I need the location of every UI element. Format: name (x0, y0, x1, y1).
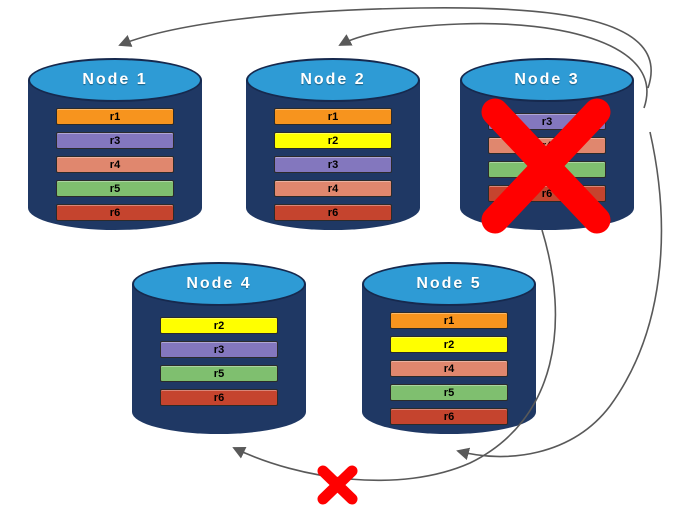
replica-list: r2 r3 r5 r6 (160, 317, 278, 413)
replica-row: r4 (56, 156, 174, 173)
replica-row: r1 (390, 312, 508, 329)
replica-row: r6 (488, 185, 606, 202)
replica-row: r6 (56, 204, 174, 221)
node-title: Node 2 (300, 71, 366, 88)
replica-row: r4 (488, 137, 606, 154)
replica-row: r6 (274, 204, 392, 221)
cylinder-top: Node 4 (132, 262, 306, 306)
replica-row: r4 (274, 180, 392, 197)
node-cylinder-5: Node 5 r1 r2 r4 r5 r6 (362, 262, 536, 434)
node-cylinder-4: Node 4 r2 r3 r5 r6 (132, 262, 306, 434)
cylinder-top: Node 1 (28, 58, 202, 102)
replica-row: r1 (274, 108, 392, 125)
replica-row: r2 (390, 336, 508, 353)
replica-row: r6 (160, 389, 278, 406)
replica-row: r3 (488, 113, 606, 130)
replica-row: r5 (56, 180, 174, 197)
replica-list: r1 r2 r4 r5 r6 (390, 312, 508, 432)
node-title: Node 1 (82, 71, 148, 88)
replica-row: r3 (274, 156, 392, 173)
replica-row: r5 (488, 161, 606, 178)
replica-row: r6 (390, 408, 508, 425)
cylinder-top: Node 2 (246, 58, 420, 102)
node-cylinder-1: Node 1 r1 r3 r4 r5 r6 (28, 58, 202, 230)
replica-row: r1 (56, 108, 174, 125)
replica-row: r5 (390, 384, 508, 401)
node-title: Node 3 (514, 71, 580, 88)
cylinder-top: Node 5 (362, 262, 536, 306)
replica-list: r1 r2 r3 r4 r6 (274, 108, 392, 228)
blocked-x-icon (317, 465, 358, 505)
replica-row: r2 (274, 132, 392, 149)
replica-row: r3 (56, 132, 174, 149)
node-title: Node 5 (416, 275, 482, 292)
node-title: Node 4 (186, 275, 252, 292)
cylinder-top: Node 3 (460, 58, 634, 102)
replica-list: r3 r4 r5 r6 (488, 113, 606, 209)
node-cylinder-2: Node 2 r1 r2 r3 r4 r6 (246, 58, 420, 230)
node-cylinder-3-failed: Node 3 r3 r4 r5 r6 (460, 58, 634, 230)
replica-list: r1 r3 r4 r5 r6 (56, 108, 174, 228)
replica-row: r4 (390, 360, 508, 377)
replica-row: r2 (160, 317, 278, 334)
replica-row: r3 (160, 341, 278, 358)
replica-row: r5 (160, 365, 278, 382)
